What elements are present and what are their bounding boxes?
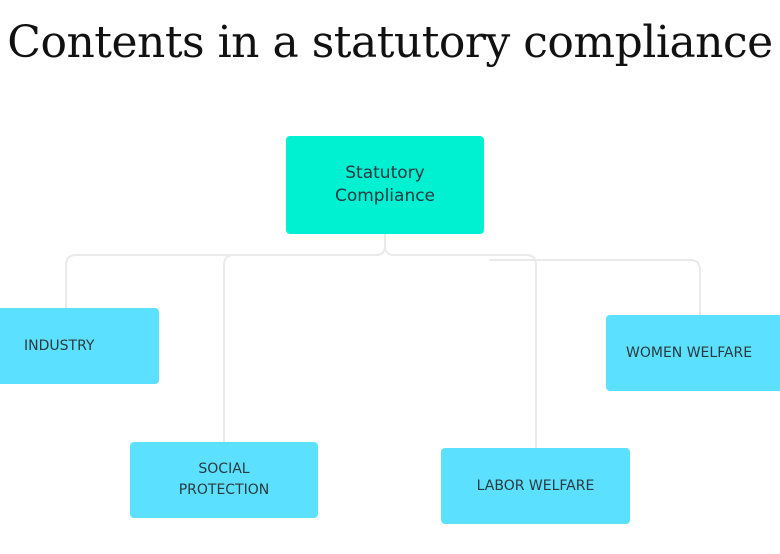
node-women-welfare: WOMEN WELFARE [606, 315, 780, 391]
node-industry: INDUSTRY [0, 308, 159, 384]
node-statutory-compliance-label: Statutory Compliance [335, 162, 435, 208]
node-label-line: PROTECTION [178, 482, 270, 498]
connector-women-welfare [489, 259, 701, 316]
node-statutory-compliance: Statutory Compliance [286, 136, 484, 234]
connector-social-protection [223, 245, 386, 443]
node-social-protection-label: SOCIAL PROTECTION [179, 459, 270, 501]
page-title: Contents in a statutory compliance [7, 17, 773, 68]
node-women-welfare-label: WOMEN WELFARE [626, 344, 753, 361]
node-social-protection: SOCIAL PROTECTION [130, 442, 318, 518]
node-label-line: Compliance [334, 186, 436, 206]
connector-industry [65, 233, 386, 309]
node-label-line: SOCIAL [198, 461, 250, 477]
node-label-line: Statutory [345, 163, 425, 183]
node-labor-welfare: LABOR WELFARE [441, 448, 630, 524]
connector-labor-welfare [384, 245, 537, 449]
node-industry-label: INDUSTRY [24, 337, 95, 354]
node-labor-welfare-label: LABOR WELFARE [476, 477, 595, 494]
